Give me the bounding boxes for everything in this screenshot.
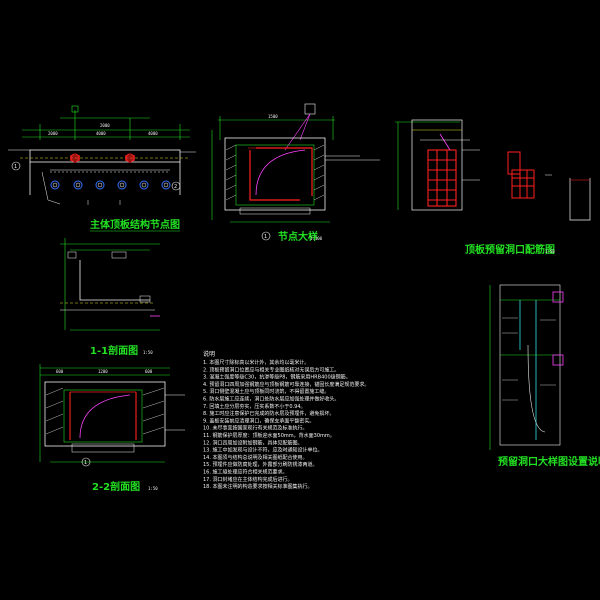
note-line: 12. 洞口四周加设附加钢筋，具体见配筋图。	[203, 439, 303, 446]
section-2-scale: 1:50	[148, 486, 158, 491]
note-line: 13. 施工中如发现与设计不符，应及时通知设计单位。	[203, 447, 323, 454]
notes-lines: 1. 本图尺寸除标高以米计外，其余均以毫米计。2. 顶板预留洞口位置应与相关专业…	[203, 359, 369, 490]
sec2-dim-3: 600	[145, 369, 153, 374]
cover-dim: 1500	[268, 114, 278, 119]
note-line: 2. 顶板预留洞口位置应与相关专业图纸核对无误后方可施工。	[203, 366, 339, 373]
note-line: 3. 混凝土强度等级C30，抗渗等级P8，钢筋采用HRB400级钢筋。	[203, 374, 351, 381]
note-line: 17. 洞口封堵应在主体结构完成后进行。	[203, 476, 293, 483]
section-2-title: 2-2剖面图	[92, 480, 140, 493]
dim-1: 2000	[48, 131, 58, 136]
note-line: 1. 本图尺寸除标高以米计外，其余均以毫米计。	[203, 359, 309, 366]
note-line: 4. 预留洞口四周加强钢筋应与顶板钢筋可靠连接，锚固长度满足规范要求。	[203, 381, 369, 388]
plan-section-title: 主体顶板结构节点图	[90, 218, 180, 231]
detail-view: 预留洞口大样图设置说明	[489, 284, 600, 468]
sec2-marker-1: 1	[84, 460, 87, 466]
section-1-title: 1-1剖面图	[90, 344, 138, 357]
note-line: 11. 钢筋保护层厚度：顶板迎水面50mm，背水面30mm。	[203, 432, 335, 439]
note-line: 5. 洞口侧壁混凝土应与顶板同时浇筑，不得留置施工缝。	[203, 388, 329, 395]
sec2-dim-1: 600	[56, 369, 64, 374]
notes-block: 说明 1. 本图尺寸除标高以米计外，其余均以毫米计。2. 顶板预留洞口位置应与相…	[203, 350, 369, 490]
dim-3: 4000	[148, 131, 158, 136]
reinforcement-title: 顶板预留洞口配筋图	[465, 243, 555, 256]
plan-section-view: 2000 4000 4000 2000	[8, 105, 196, 232]
note-line: 15. 预埋件应做防腐处理，外露部分刷防锈漆两道。	[203, 461, 318, 468]
reinforcement-scale: 1:50	[545, 249, 555, 254]
section-1-scale: 1:50	[143, 350, 153, 355]
note-line: 18. 本图未注明的构造要求按相关标准图集执行。	[203, 483, 313, 490]
note-line: 7. 回填土应分层夯实，压实系数不小于0.94。	[203, 403, 306, 410]
note-line: 9. 盖板安装前应清理洞口，确保支承面平整密实。	[203, 417, 314, 424]
marker-1: 1	[14, 164, 17, 170]
note-line: 6. 防水层施工应连续，洞口处防水层应加强处理并做好收头。	[203, 396, 339, 403]
section-1-view: 1-1剖面图 1:50	[60, 238, 160, 357]
dim-2: 4000	[96, 131, 106, 136]
cover-elevation-scale: 1:100	[310, 236, 323, 241]
marker-2: 2	[174, 184, 177, 190]
note-line: 8. 施工时应注意保护已完成的防水层及预埋件，避免损坏。	[203, 410, 334, 417]
reinforcement-view: 顶板预留洞口配筋图 1:50	[395, 119, 591, 256]
sec2-dim-2: 1200	[98, 369, 108, 374]
section-2-view: 600 1200 600 1 2-2剖面图 1:50	[39, 364, 185, 493]
note-line: 16. 施工缝处理应符合相关规范要求。	[203, 469, 288, 476]
detail-title: 预留洞口大样图设置说明	[498, 455, 600, 468]
cover-elevation-title: 节点大样	[278, 230, 318, 243]
cover-elevation-view: 1500 1 节点大样 1:100	[211, 103, 380, 243]
cover-marker-1: 1	[264, 234, 267, 240]
notes-header: 说明	[203, 350, 215, 358]
note-line: 10. 未尽事宜按国家现行有关规范及标准执行。	[203, 425, 308, 432]
note-line: 14. 本图须与结构总说明及相关图纸配合使用。	[203, 454, 308, 461]
dim-4: 2000	[100, 123, 110, 128]
